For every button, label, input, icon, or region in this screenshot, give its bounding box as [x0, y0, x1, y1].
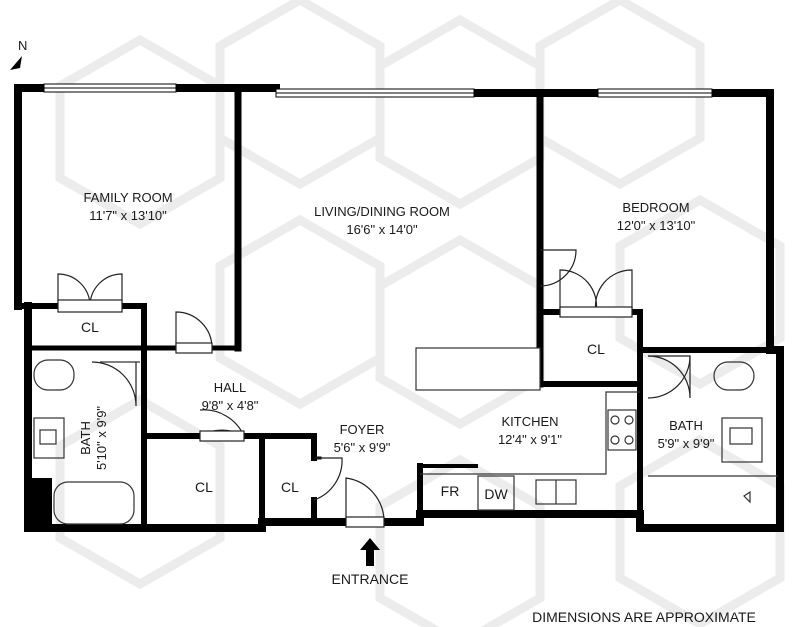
family-room-dims: 11'7" x 13'10" — [89, 208, 167, 223]
dimensions-note: DIMENSIONS ARE APPROXIMATE — [532, 609, 756, 625]
kitchen-dims: 12'4" x 9'1" — [498, 432, 562, 447]
family-room-name: FAMILY ROOM — [83, 190, 172, 205]
bath-right-dims: 5'9" x 9'9" — [658, 436, 715, 451]
entrance-label: ENTRANCE — [331, 571, 408, 587]
closet-bedroom-label: CL — [587, 341, 605, 357]
doors — [57, 249, 691, 528]
kitchen-name: KITCHEN — [501, 414, 558, 429]
closet-foyer-label: CL — [281, 479, 299, 495]
closet-hall-label: CL — [195, 479, 213, 495]
closet-family-label: CL — [81, 319, 99, 335]
labels: N FAMILY ROOM 11'7" x 13'10" LIVING/DINI… — [18, 38, 756, 625]
bath-left-dims: 5'10" x 9'9" — [94, 406, 109, 470]
windows — [43, 83, 713, 98]
bath-left-name: BATH — [78, 421, 93, 455]
bath-right-name: BATH — [669, 418, 703, 433]
walls — [14, 84, 784, 532]
hall-dims: 9'8" x 4'8" — [202, 398, 259, 413]
living-dining-dims: 16'6" x 14'0" — [346, 222, 418, 237]
bedroom-dims: 12'0" x 13'10" — [617, 218, 696, 233]
bedroom-name: BEDROOM — [622, 200, 689, 215]
fixtures — [33, 347, 778, 525]
living-dining-name: LIVING/DINING ROOM — [314, 204, 450, 219]
north-arrow-icon — [10, 56, 22, 70]
dishwasher-label: DW — [484, 486, 508, 502]
fridge-label: FR — [441, 483, 460, 499]
foyer-name: FOYER — [340, 422, 385, 437]
entrance-arrow-icon — [360, 538, 380, 566]
hall-name: HALL — [214, 380, 247, 395]
compass-label: N — [18, 38, 27, 53]
foyer-dims: 5'6" x 9'9" — [334, 440, 391, 455]
